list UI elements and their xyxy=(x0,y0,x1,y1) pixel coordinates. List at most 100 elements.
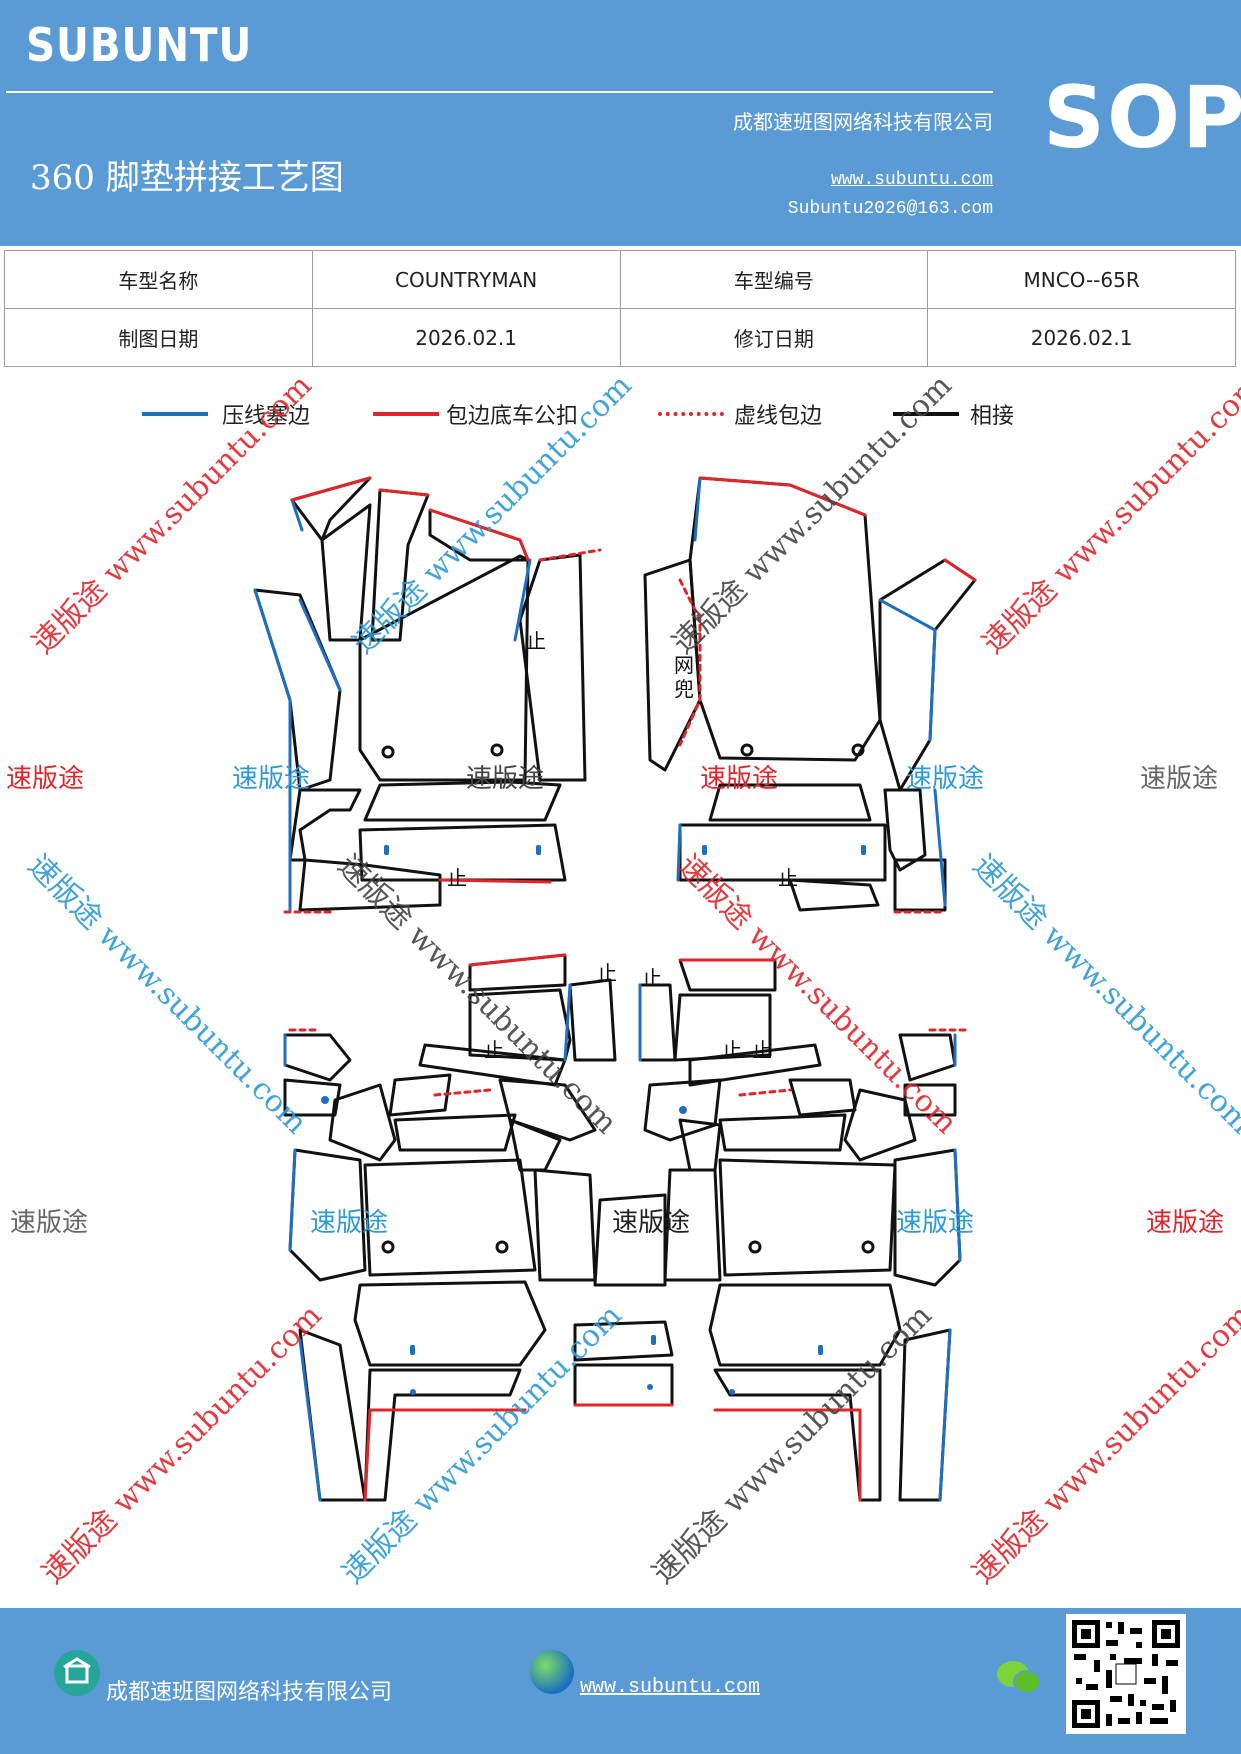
mat-piece xyxy=(363,780,562,822)
mat-piece xyxy=(638,983,677,1062)
header-divider xyxy=(6,91,993,93)
footer-company: 成都速班图网络科技有限公司 xyxy=(106,1680,393,1705)
legend-label: 相接 xyxy=(970,404,1015,429)
mat-piece xyxy=(498,1078,597,1142)
footer-banner: 成都速班图网络科技有限公司 www.subuntu.com xyxy=(0,1608,1241,1754)
mat-piece xyxy=(573,1363,674,1407)
mat-piece xyxy=(673,993,772,1062)
mat-piece xyxy=(893,858,947,912)
watermark-text: 速版途 xyxy=(1140,764,1219,794)
stop-mark: 止 xyxy=(484,1038,504,1062)
mat-piece xyxy=(283,1078,342,1117)
mat-piece xyxy=(663,1168,722,1282)
mat-piece xyxy=(843,1088,917,1162)
mat-piece xyxy=(290,476,372,542)
document-title: 360 脚垫拼接工艺图 xyxy=(30,158,344,198)
mat-piece xyxy=(878,558,977,792)
mat-piece xyxy=(353,1280,547,1367)
footer-website-link[interactable]: www.subuntu.com xyxy=(580,1676,761,1699)
mat-piece xyxy=(298,858,442,912)
company-name: 成都速班图网络科技有限公司 xyxy=(733,110,993,134)
sop-badge: SOP xyxy=(1043,68,1241,168)
mat-piece xyxy=(593,1193,667,1287)
floor-mat-layout-drawing: 网兜 止 止 止 止 止 止 止 止 xyxy=(253,476,977,1502)
watermark-text: 速版途 xyxy=(10,1208,89,1238)
vehicle-info-table: 车型名称 COUNTRYMAN 车型编号 MNCO--65R 制图日期 2026… xyxy=(4,250,1236,367)
mat-piece xyxy=(468,988,572,1062)
mat-piece xyxy=(388,1073,452,1117)
front-left-mat-group xyxy=(253,476,587,912)
stop-mark: 止 xyxy=(642,966,662,990)
mat-piece xyxy=(393,1113,517,1152)
table-row: 制图日期 2026.02.1 修订日期 2026.02.1 xyxy=(4,308,1236,367)
revision-date-value: 2026.02.1 xyxy=(927,308,1236,367)
legend-line-red-dashed xyxy=(658,412,724,416)
stop-mark: 止 xyxy=(447,866,467,890)
mat-piece xyxy=(708,1283,902,1367)
legend-line-black xyxy=(893,412,959,416)
legend-label: 虚线包边 xyxy=(734,404,823,429)
mat-piece xyxy=(718,1158,897,1277)
stop-mark: 止 xyxy=(752,1038,772,1062)
legend-line-red xyxy=(373,412,439,416)
watermark-text: 速版途 xyxy=(310,1208,389,1238)
clip-markers xyxy=(321,845,866,1395)
mat-piece xyxy=(643,558,702,772)
mat-piece xyxy=(643,1078,722,1142)
legend: 压线塞边 包边底车公扣 虚线包边 相接 xyxy=(0,398,1241,438)
net-pocket-label: 网兜 xyxy=(674,653,694,701)
mat-piece xyxy=(363,1158,537,1277)
bind-edge-lines xyxy=(290,476,977,1502)
header-banner: SUBUNTU SOP 360 脚垫拼接工艺图 成都速班图网络科技有限公司 ww… xyxy=(0,0,1241,246)
stop-mark: 止 xyxy=(778,866,798,890)
watermark-text: 速版途 xyxy=(1146,1208,1225,1238)
draw-date-label: 制图日期 xyxy=(4,308,313,367)
watermark-text: 速版途 xyxy=(612,1208,691,1238)
mat-piece xyxy=(718,1113,847,1152)
stop-mark: 止 xyxy=(526,629,546,653)
website-link[interactable]: www.subuntu.com xyxy=(830,170,993,190)
legend-label: 压线塞边 xyxy=(222,404,311,429)
mat-piece xyxy=(518,553,587,782)
mat-piece xyxy=(678,1118,722,1172)
mat-piece xyxy=(893,1148,962,1287)
revision-date-label: 修订日期 xyxy=(619,308,929,367)
model-code-label: 车型编号 xyxy=(619,250,929,309)
brand-logo: SUBUNTU xyxy=(26,18,253,72)
press-edge-lines xyxy=(253,476,962,1502)
watermark-text: 速版途 xyxy=(700,764,779,794)
mat-piece xyxy=(358,554,530,782)
legend-line-blue xyxy=(142,412,208,416)
mat-piece xyxy=(708,783,872,822)
model-name-label: 车型名称 xyxy=(4,250,313,309)
legend-label: 包边底车公扣 xyxy=(446,404,579,429)
watermark-text: 速版途 xyxy=(232,764,311,794)
table-row: 车型名称 COUNTRYMAN 车型编号 MNCO--65R xyxy=(4,250,1236,309)
mat-piece xyxy=(568,978,617,1062)
watermark-text: 速版途 xyxy=(896,1208,975,1238)
building-icon xyxy=(54,1650,100,1696)
mat-piece xyxy=(883,788,927,872)
email-address[interactable]: Subuntu2026@163.com xyxy=(787,199,993,219)
mat-piece xyxy=(688,1043,822,1087)
mat-piece xyxy=(283,1033,352,1082)
stop-mark: 止 xyxy=(722,1038,742,1062)
mat-piece xyxy=(573,1320,674,1362)
mat-piece xyxy=(533,1168,597,1282)
draw-date-value: 2026.02.1 xyxy=(311,308,621,367)
qr-code[interactable] xyxy=(1066,1614,1186,1734)
stop-mark: 止 xyxy=(597,961,617,985)
globe-icon xyxy=(530,1650,574,1694)
wechat-icon[interactable] xyxy=(995,1658,1043,1698)
mat-piece xyxy=(788,1078,857,1117)
model-code-value: MNCO--65R xyxy=(927,250,1236,309)
mat-piece xyxy=(328,1083,397,1162)
mat-piece xyxy=(288,788,362,862)
watermark-text: 速版途 xyxy=(466,764,545,794)
mat-piece xyxy=(788,878,880,912)
front-right-mat-group xyxy=(643,476,977,912)
model-name-value: COUNTRYMAN xyxy=(311,250,621,309)
watermark-text: 速版途 xyxy=(6,764,85,794)
dashed-edge-lines xyxy=(283,548,972,1097)
watermark-text: 速版途 xyxy=(906,764,985,794)
